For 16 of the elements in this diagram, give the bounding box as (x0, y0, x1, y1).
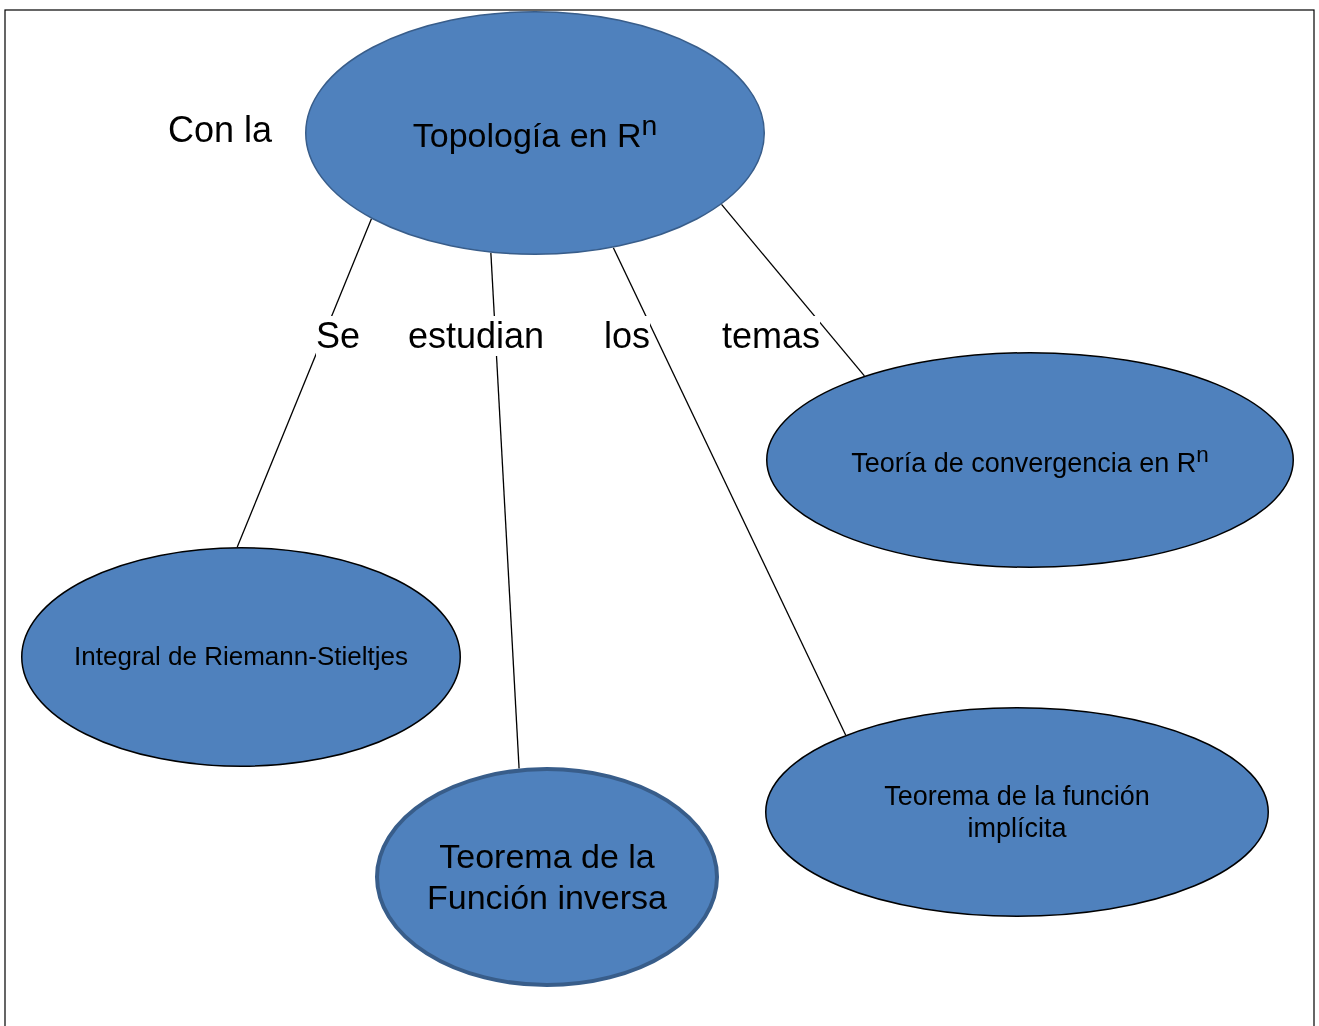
topic-ellipse (21, 547, 461, 767)
annotation-text: Se (316, 316, 361, 356)
connector-line (612, 247, 847, 736)
topic-text: Topología en R$^{n}$ (412, 109, 658, 157)
topic-ellipse (766, 352, 1294, 568)
connector-line (720, 203, 866, 377)
topic-text: Teorema de la Función inversa (426, 836, 668, 918)
connector-line (490, 252, 520, 770)
connector-line (236, 218, 373, 548)
topic-text: Teorema de la función implícita (883, 779, 1151, 845)
topic-text: Integral de Riemann-Stieltjes (74, 641, 408, 673)
topic-text: Teoría de convergencia en R$^{n}$ (851, 440, 1209, 480)
annotation-text: estudian (408, 316, 545, 356)
topic-ellipse (375, 767, 719, 987)
topic-ellipse (305, 11, 765, 255)
topic-ellipse (765, 707, 1269, 917)
